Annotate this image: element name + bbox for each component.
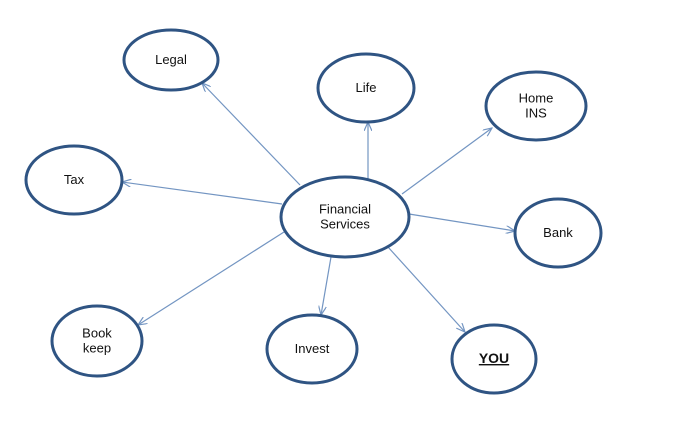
node-book-label-0: Book: [82, 326, 112, 341]
node-tax: Tax: [24, 144, 124, 216]
edge-financial-to-home: [401, 128, 492, 195]
node-book-label-1: keep: [83, 341, 111, 356]
node-bank: Bank: [513, 197, 603, 269]
nodes-layer: FinancialServicesLegalLifeHomeINSTaxBank…: [24, 28, 603, 395]
edge-financial-to-tax: [122, 182, 283, 205]
node-life-label-0: Life: [356, 80, 377, 95]
node-financial-services-label-1: Services: [320, 217, 370, 232]
edge-financial-to-invest: [321, 256, 332, 315]
node-home-label-1: INS: [525, 106, 547, 121]
node-you-label-0: YOU: [479, 350, 509, 366]
node-invest: Invest: [265, 313, 359, 385]
node-bank-label-0: Bank: [543, 225, 573, 240]
node-legal-shape: [122, 28, 220, 92]
node-financial-services-label-0: Financial: [319, 202, 371, 217]
node-life-shape: [316, 52, 416, 124]
node-you: YOU: [450, 323, 538, 395]
node-life: Life: [316, 52, 416, 124]
node-legal-label-0: Legal: [155, 52, 187, 67]
node-you-shape: [450, 323, 538, 395]
node-invest-label-0: Invest: [295, 341, 330, 356]
node-bank-shape: [513, 197, 603, 269]
edges-layer: [122, 83, 515, 332]
node-book-shape: [50, 304, 144, 378]
node-home-shape: [484, 70, 588, 142]
node-legal: Legal: [122, 28, 220, 92]
edge-financial-to-book: [138, 231, 285, 325]
node-home-label-0: Home: [519, 91, 554, 106]
edge-financial-to-legal: [202, 83, 301, 186]
node-tax-shape: [24, 144, 124, 216]
node-tax-label-0: Tax: [64, 172, 85, 187]
edge-financial-to-bank: [408, 213, 515, 231]
node-invest-shape: [265, 313, 359, 385]
node-financial-services-shape: [279, 175, 411, 259]
edge-financial-to-you: [387, 246, 465, 332]
